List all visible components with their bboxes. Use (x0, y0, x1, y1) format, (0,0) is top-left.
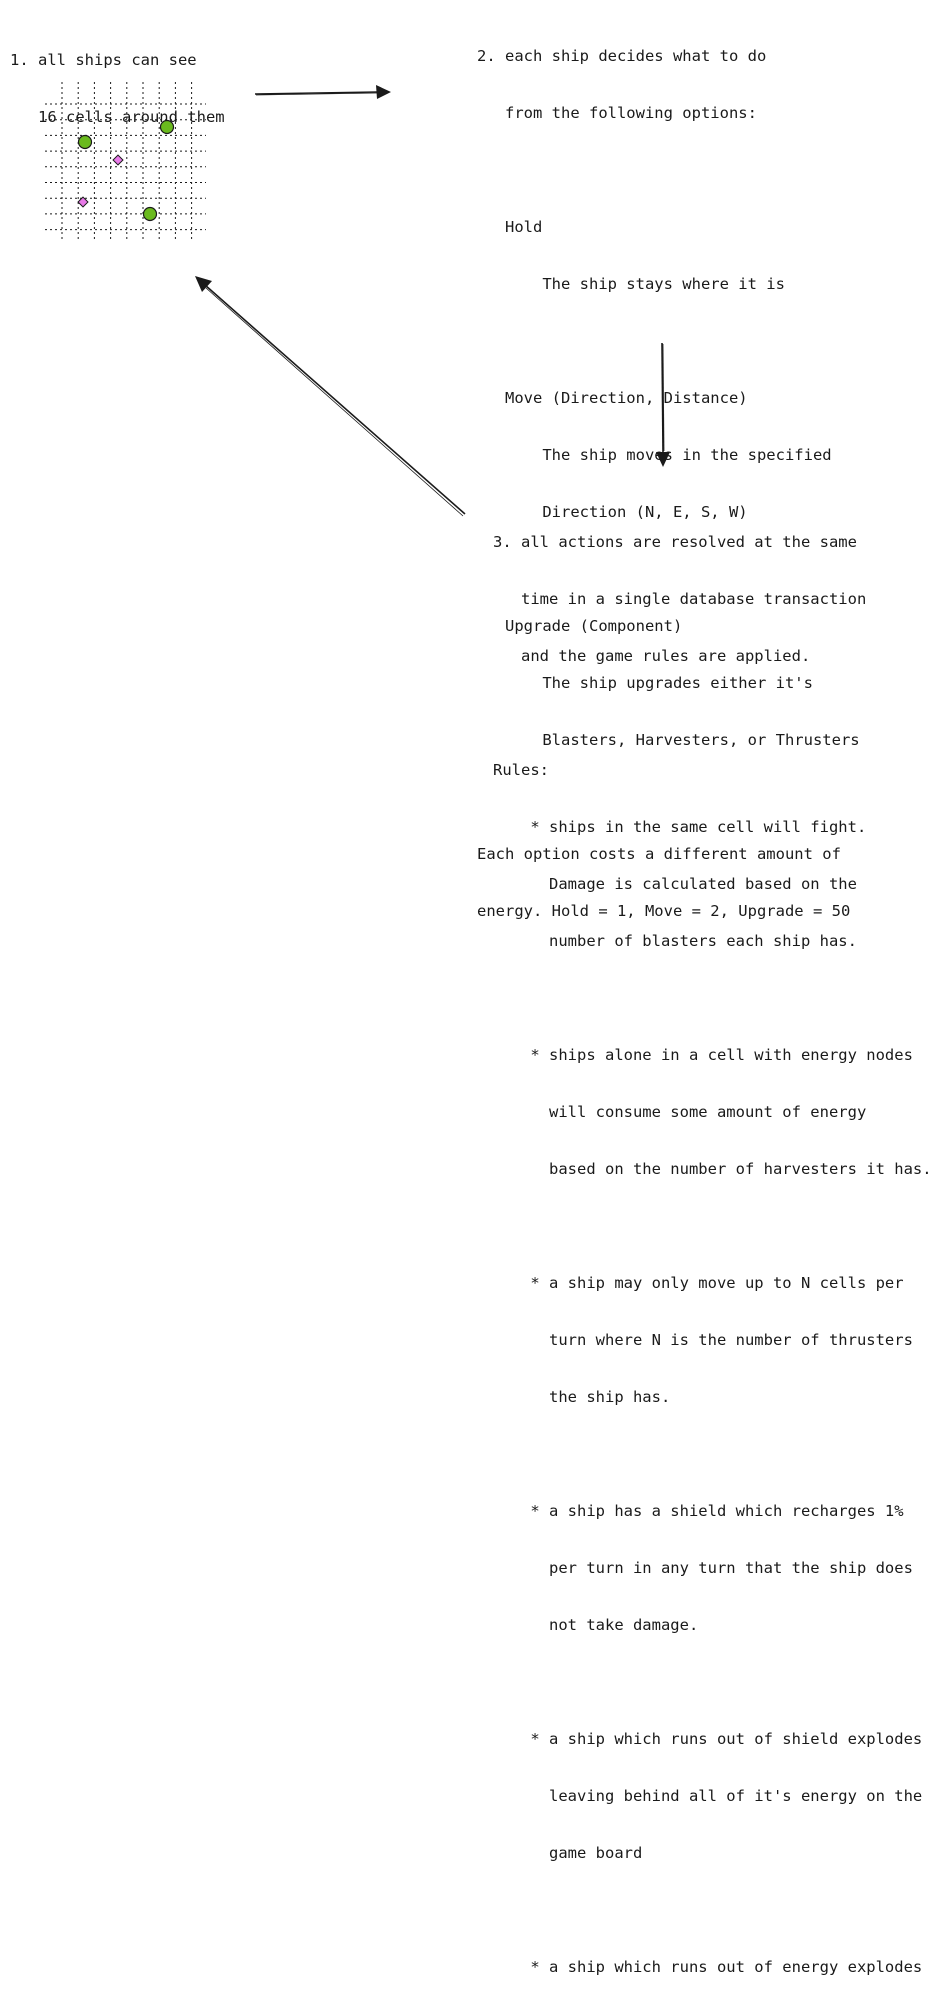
text-line: and the game rules are applied. (493, 647, 811, 665)
text-line: The ship moves in the specified (477, 446, 832, 464)
option-hold-title: Hold (477, 218, 543, 236)
rule-line: the ship has. (493, 1388, 671, 1406)
grid-lines (45, 82, 206, 242)
rule-line: * a ship has a shield which recharges 1% (493, 1502, 904, 1520)
text-line: Direction (N, E, S, W) (477, 503, 748, 521)
energy-node-marker (112, 154, 124, 166)
rule-line: * ships alone in a cell with energy node… (493, 1046, 913, 1064)
rules-heading: Rules: (493, 761, 549, 779)
rule-line: * ships in the same cell will fight. (493, 818, 867, 836)
step-1-text: 1. all ships can see 16 cells around the… (10, 13, 225, 146)
ship-marker (77, 134, 93, 150)
rule-line: * a ship which runs out of shield explod… (493, 1730, 923, 1748)
ship-marker (142, 206, 158, 222)
ship-marker (159, 119, 175, 135)
text-line (493, 1217, 932, 1236)
arrow-step3-to-step1 (195, 276, 466, 517)
energy-cost-line: Each option costs a different amount of (477, 845, 841, 863)
energy-cost-line: energy. Hold = 1, Move = 2, Upgrade = 50 (477, 902, 851, 920)
text-line: 2. each ship decides what to do (477, 47, 767, 65)
rule-line: Damage is calculated based on the (493, 875, 857, 893)
text-line (493, 1901, 932, 1920)
rule-line: not take damage. (493, 1616, 699, 1634)
grid-items (77, 119, 175, 222)
rule-line: turn where N is the number of thrusters (493, 1331, 913, 1349)
energy-node-marker (77, 196, 89, 208)
rule-line: will consume some amount of energy (493, 1103, 867, 1121)
text-line (493, 1445, 932, 1464)
rule-line: * a ship which runs out of energy explod… (493, 1958, 923, 1976)
text-line: 1. all ships can see (10, 51, 197, 69)
text-line (477, 332, 860, 351)
option-upgrade-title: Upgrade (Component) (477, 617, 683, 635)
text-line: 3. all actions are resolved at the same (493, 533, 857, 551)
text-line: The ship stays where it is (477, 275, 785, 293)
ship-vision-grid (45, 82, 206, 242)
text-line: Blasters, Harvesters, or Thrusters (477, 731, 860, 749)
rule-line: * a ship may only move up to N cells per (493, 1274, 904, 1292)
text-line (493, 704, 932, 723)
text-line: time in a single database transaction (493, 590, 867, 608)
text-line: The ship upgrades either it's (477, 674, 813, 692)
rule-line: based on the number of harvesters it has… (493, 1160, 932, 1178)
text-line: from the following options: (477, 104, 757, 122)
text-line (493, 1673, 932, 1692)
rule-line: game board (493, 1844, 643, 1862)
rule-line: leaving behind all of it's energy on the (493, 1787, 923, 1805)
rule-line: per turn in any turn that the ship does (493, 1559, 913, 1577)
option-move-title: Move (Direction, Distance) (477, 389, 748, 407)
rule-line: number of blasters each ship has. (493, 932, 857, 950)
text-line (493, 989, 932, 1008)
step-2-text: 2. each ship decides what to do from the… (477, 9, 860, 940)
arrow-step1-to-step2 (254, 85, 391, 99)
step-3-text: 3. all actions are resolved at the same … (493, 495, 932, 1996)
text-line (477, 161, 860, 180)
